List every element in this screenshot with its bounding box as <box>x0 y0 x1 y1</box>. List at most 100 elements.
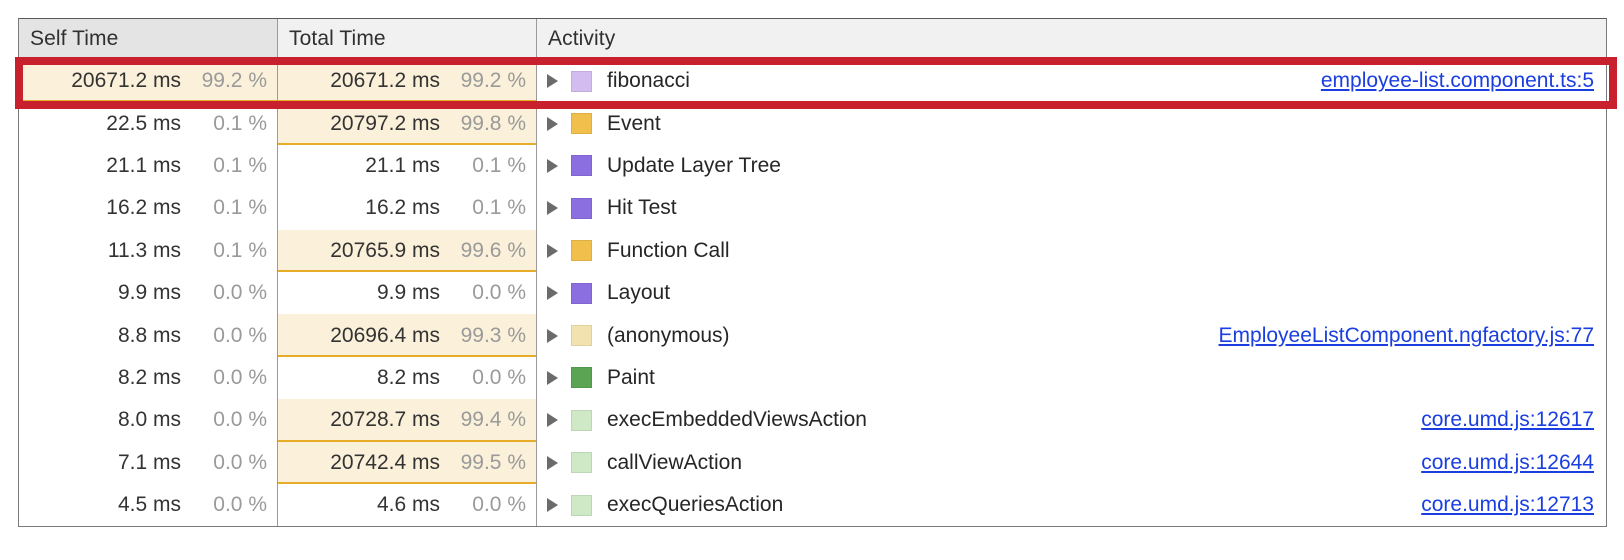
expand-triangle-icon[interactable] <box>547 243 558 258</box>
total-time-value: 4.6 ms <box>376 493 440 517</box>
cell-activity: Hit Test <box>537 187 1606 229</box>
source-location-link[interactable]: employee-list.component.ts:5 <box>1320 69 1594 93</box>
expand-triangle-icon[interactable] <box>547 370 558 385</box>
column-header-self-time-label: Self Time <box>30 27 119 50</box>
self-time-value: 11.3 ms <box>107 238 181 262</box>
performance-activity-table: Self Time Total Time Activity 20671.2 ms… <box>18 18 1607 528</box>
source-location-link[interactable]: core.umd.js:12617 <box>1421 408 1594 432</box>
self-time-value: 7.1 ms <box>117 450 181 474</box>
expand-triangle-icon[interactable] <box>547 455 558 470</box>
swatch-rendering-purple <box>571 155 592 177</box>
self-time-percent: 0.0 % <box>213 323 267 347</box>
cell-activity: Paint <box>537 357 1606 399</box>
cell-total-time: 20797.2 ms 99.8 % <box>278 102 537 145</box>
total-time-percent: 0.0 % <box>472 493 526 517</box>
total-time-value: 8.2 ms <box>376 365 440 389</box>
total-time-percent: 99.8 % <box>460 111 526 135</box>
swatch-pale-green <box>571 409 592 431</box>
swatch-rendering-purple <box>571 197 592 219</box>
total-time-percent: 0.1 % <box>472 153 526 177</box>
self-time-value: 8.8 ms <box>117 323 181 347</box>
source-location-link[interactable]: core.umd.js:12713 <box>1421 493 1594 517</box>
activity-name: Update Layer Tree <box>607 153 781 177</box>
total-time-percent: 0.0 % <box>472 365 526 389</box>
total-time-duration-bar <box>278 102 536 145</box>
cell-total-time: 8.2 ms 0.0 % <box>278 356 537 400</box>
self-time-value: 9.9 ms <box>117 281 181 305</box>
expand-triangle-icon[interactable] <box>547 286 558 301</box>
self-time-percent: 0.1 % <box>213 111 267 135</box>
activity-name: fibonacci <box>607 69 690 93</box>
total-time-value: 20728.7 ms <box>330 408 440 432</box>
swatch-scripting-pale-yellow <box>571 325 592 347</box>
self-time-value: 22.5 ms <box>106 111 181 135</box>
total-time-value: 21.1 ms <box>365 153 440 177</box>
total-time-value: 16.2 ms <box>365 196 440 220</box>
cell-activity: Event <box>537 102 1606 144</box>
column-header-total-time-label: Total Time <box>289 27 386 50</box>
swatch-pale-green <box>571 494 592 516</box>
expand-triangle-icon[interactable] <box>547 498 558 513</box>
cell-activity: Update Layer Tree <box>537 145 1606 187</box>
column-header-self-time[interactable]: Self Time <box>19 19 278 59</box>
source-location-link[interactable]: core.umd.js:12644 <box>1421 450 1594 474</box>
cell-activity: execEmbeddedViewsAction core.umd.js:12617 <box>537 399 1606 441</box>
expand-triangle-icon[interactable] <box>547 74 558 89</box>
cell-activity: fibonacci employee-list.component.ts:5 <box>537 60 1606 102</box>
activity-name: execQueriesAction <box>607 493 784 517</box>
cell-total-time: 4.6 ms 0.0 % <box>278 483 537 527</box>
total-time-value: 20671.2 ms <box>330 69 440 93</box>
table-row[interactable]: 22.5 ms 0.1 % 20797.2 ms 99.8 % Event <box>19 102 1606 145</box>
expand-triangle-icon[interactable] <box>547 328 558 343</box>
source-location-link[interactable]: EmployeeListComponent.ngfactory.js:77 <box>1218 323 1594 347</box>
column-header-activity[interactable]: Activity <box>537 19 1606 59</box>
swatch-scripting-light-purple <box>571 70 592 92</box>
total-time-percent: 99.5 % <box>460 450 526 474</box>
self-time-percent: 0.0 % <box>213 493 267 517</box>
column-header-total-time[interactable]: Total Time <box>278 19 537 59</box>
total-time-percent: 99.3 % <box>460 323 526 347</box>
expand-triangle-icon[interactable] <box>547 413 558 428</box>
activity-name: Hit Test <box>607 196 677 220</box>
total-time-duration-bar <box>278 441 536 484</box>
table-header-row: Self Time Total Time Activity <box>19 19 1606 60</box>
cell-self-time: 7.1 ms 0.0 % <box>19 441 278 484</box>
cell-activity: Layout <box>537 272 1606 314</box>
total-time-percent: 99.6 % <box>460 238 526 262</box>
expand-triangle-icon[interactable] <box>547 116 558 131</box>
cell-self-time: 22.5 ms 0.1 % <box>19 102 278 145</box>
self-time-percent: 99.2 % <box>201 69 267 93</box>
swatch-painting-green <box>571 367 592 389</box>
total-time-duration-bar <box>278 60 536 103</box>
self-time-percent: 0.0 % <box>213 450 267 474</box>
expand-triangle-icon[interactable] <box>547 201 558 216</box>
expand-triangle-icon[interactable] <box>547 158 558 173</box>
self-time-percent: 0.1 % <box>213 196 267 220</box>
self-time-value: 4.5 ms <box>117 493 181 517</box>
activity-name: execEmbeddedViewsAction <box>607 408 867 432</box>
cell-self-time: 4.5 ms 0.0 % <box>19 483 278 527</box>
total-time-value: 20797.2 ms <box>330 111 440 135</box>
activity-name: (anonymous) <box>607 323 730 347</box>
table-row[interactable]: 4.5 ms 0.0 % 4.6 ms 0.0 % execQueriesAction c… <box>19 483 1606 527</box>
activity-name: Function Call <box>607 238 730 262</box>
